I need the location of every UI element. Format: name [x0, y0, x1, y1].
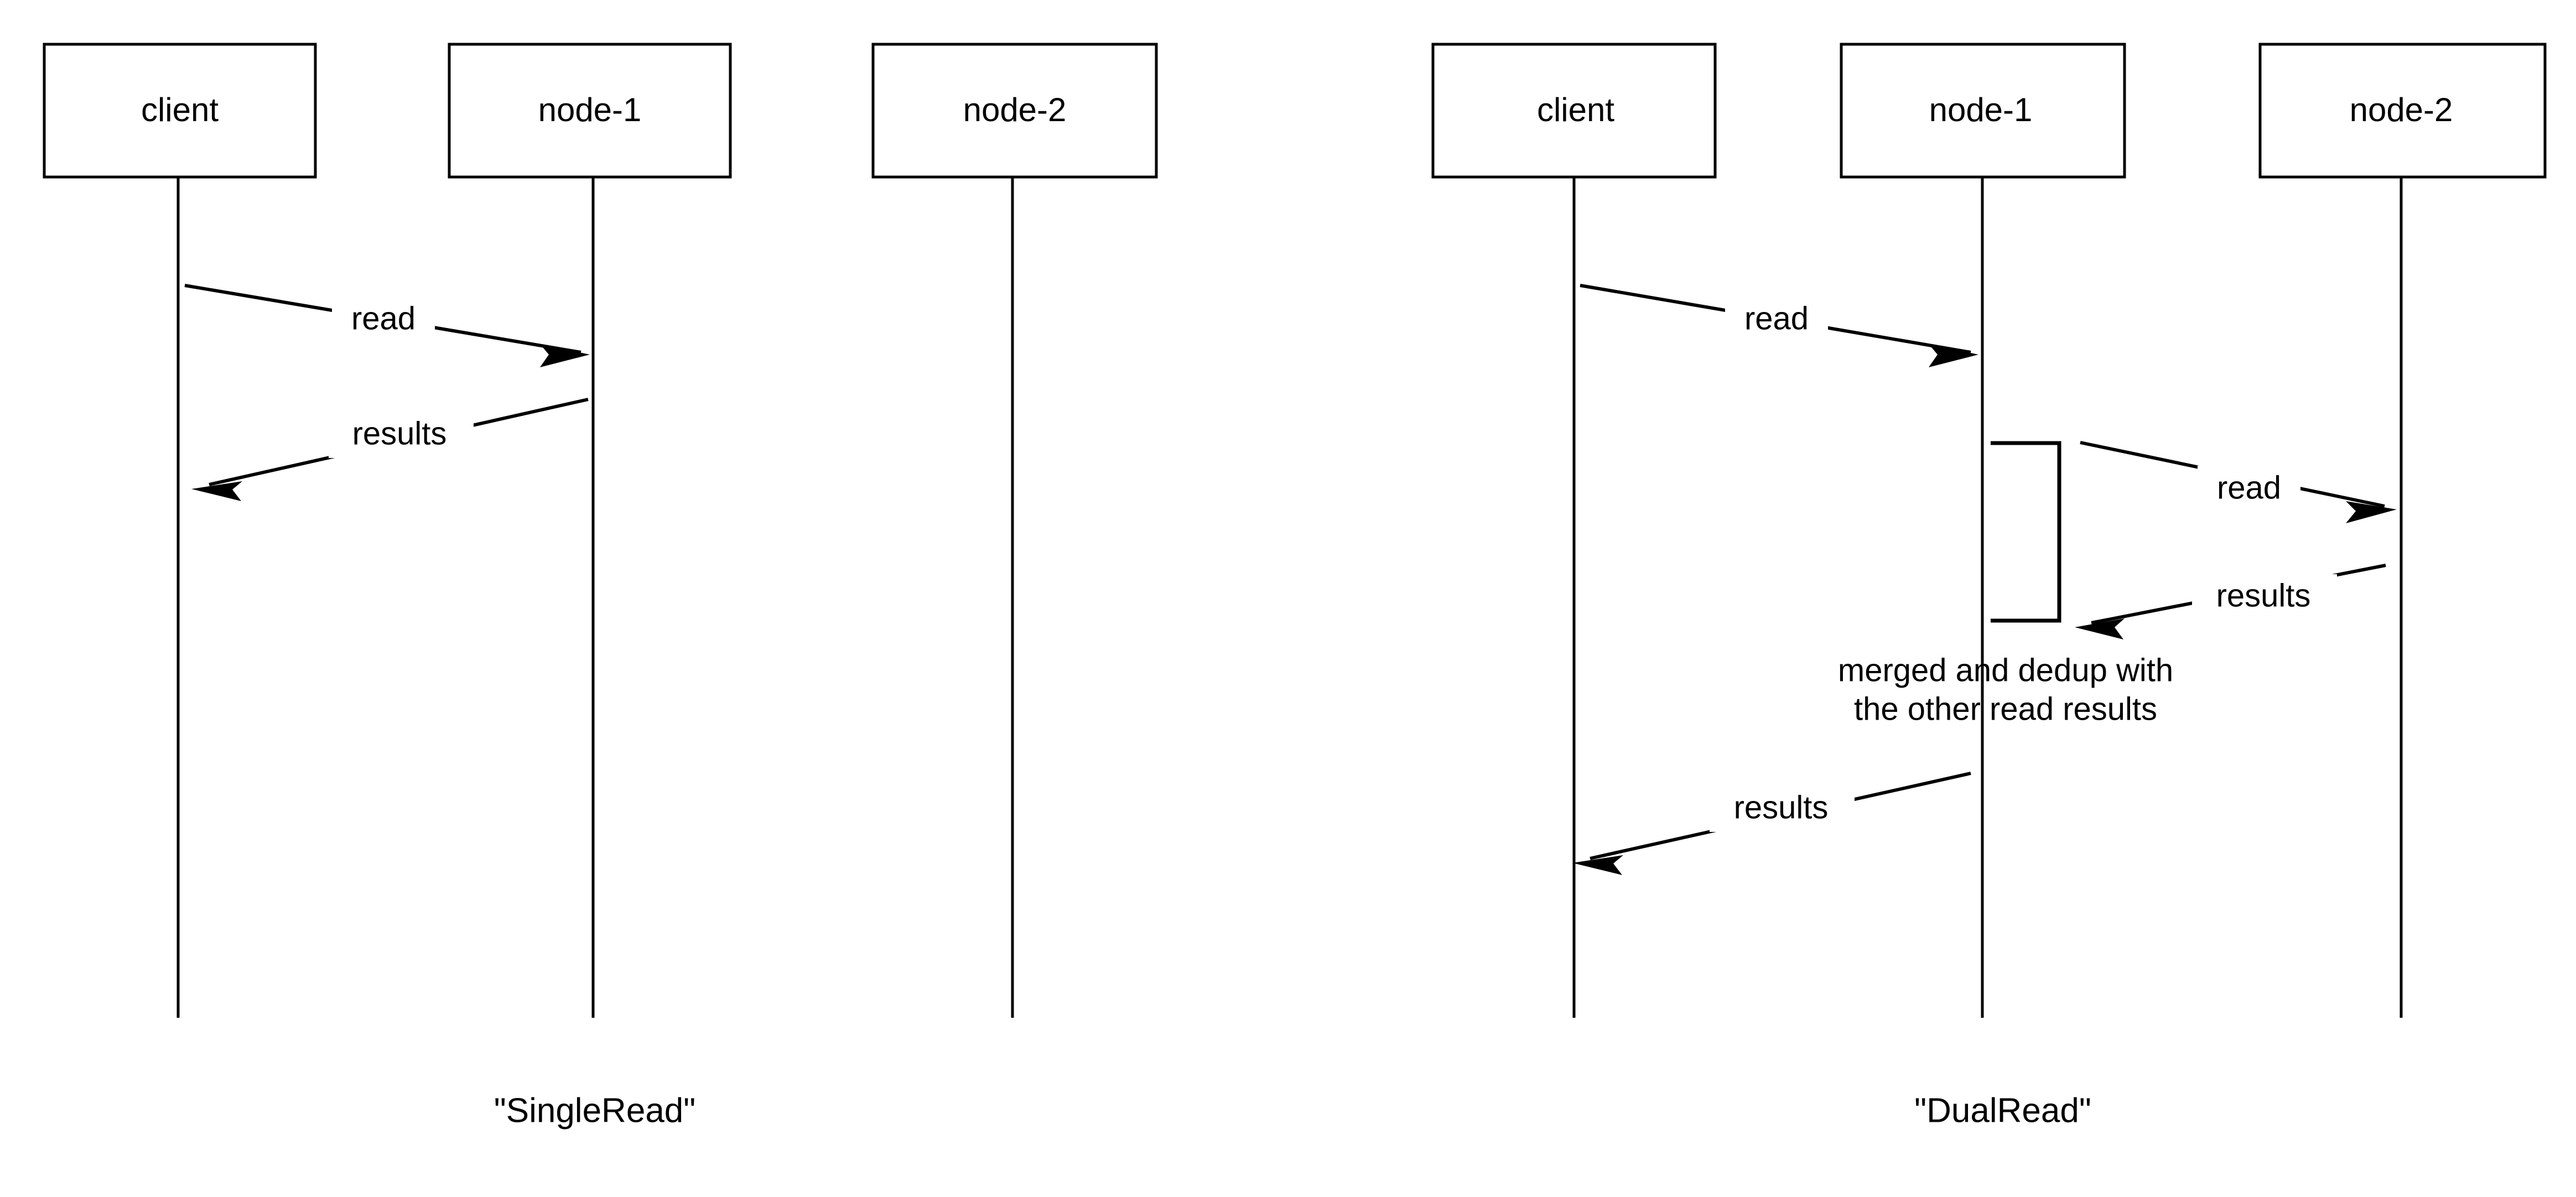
- label-background: [2192, 574, 2337, 621]
- participant-box-client[interactable]: [1431, 43, 1717, 179]
- diagram-single-read: client node-1 node-2 read: [43, 43, 1158, 1130]
- participant-client[interactable]: client: [43, 43, 317, 1018]
- arrow-head-left-icon: [2075, 618, 2125, 639]
- label-background: [1710, 785, 1855, 832]
- participant-label-node-2: node-2: [963, 91, 1067, 128]
- participant-box-node-2[interactable]: [2258, 43, 2547, 179]
- participant-client[interactable]: client: [1431, 43, 1717, 1018]
- participant-label-node-1: node-1: [1929, 91, 2033, 128]
- participant-node-1[interactable]: node-1: [1840, 43, 2126, 1018]
- note-line-1: merged and dedup with: [1838, 652, 2173, 688]
- participant-label-node-2: node-2: [2350, 91, 2453, 128]
- message-label-read: read: [1744, 300, 1809, 336]
- participant-label-node-1: node-1: [538, 91, 642, 128]
- message-results-node-2-to-node-1[interactable]: results: [2075, 564, 2386, 639]
- participant-node-1[interactable]: node-1: [448, 43, 732, 1018]
- message-read-node-1-to-node-2[interactable]: read: [2080, 441, 2397, 523]
- participant-box-client[interactable]: [43, 43, 317, 179]
- label-background: [1725, 296, 1828, 342]
- note-merged-dedup: merged and dedup with the other read res…: [1838, 652, 2173, 727]
- message-label-results: results: [352, 415, 447, 451]
- diagram-caption-dual-read: "DualRead": [1914, 1091, 2091, 1130]
- participant-label-client: client: [1537, 91, 1614, 128]
- diagram-caption-single-read: "SingleRead": [494, 1091, 696, 1130]
- label-background: [329, 412, 474, 458]
- message-read-client-to-node-1[interactable]: read: [184, 284, 590, 367]
- arrow-head-right-icon: [540, 344, 590, 367]
- note-line-2: the other read results: [1854, 691, 2157, 727]
- participant-box-node-2[interactable]: [871, 43, 1158, 179]
- arrow-head-right-icon: [2346, 501, 2397, 523]
- activation-bar-node-1: [1991, 441, 2061, 623]
- arrow-head-right-icon: [1929, 344, 1978, 367]
- message-results-node-1-to-client[interactable]: results: [1572, 772, 1971, 875]
- message-label-results: results: [1734, 789, 1829, 825]
- message-label-read: read: [351, 300, 416, 336]
- message-results-node-1-to-client[interactable]: results: [191, 398, 589, 501]
- label-background: [2198, 466, 2300, 511]
- arrow-head-left-icon: [1572, 855, 1623, 875]
- participant-box-node-1[interactable]: [448, 43, 732, 179]
- participant-box-node-1[interactable]: [1840, 43, 2126, 179]
- participant-node-2[interactable]: node-2: [871, 43, 1158, 1018]
- activation-bar-outline: [1991, 441, 2061, 623]
- participant-label-client: client: [141, 91, 219, 128]
- participant-node-2[interactable]: node-2: [2258, 43, 2547, 1018]
- arrow-head-left-icon: [191, 481, 242, 501]
- message-label-read: read: [2217, 470, 2281, 506]
- diagram-dual-read: client node-1 node-2 read: [1431, 43, 2547, 1130]
- message-label-results: results: [2216, 577, 2311, 613]
- message-read-client-to-node-1[interactable]: read: [1580, 284, 1978, 367]
- label-background: [332, 296, 435, 342]
